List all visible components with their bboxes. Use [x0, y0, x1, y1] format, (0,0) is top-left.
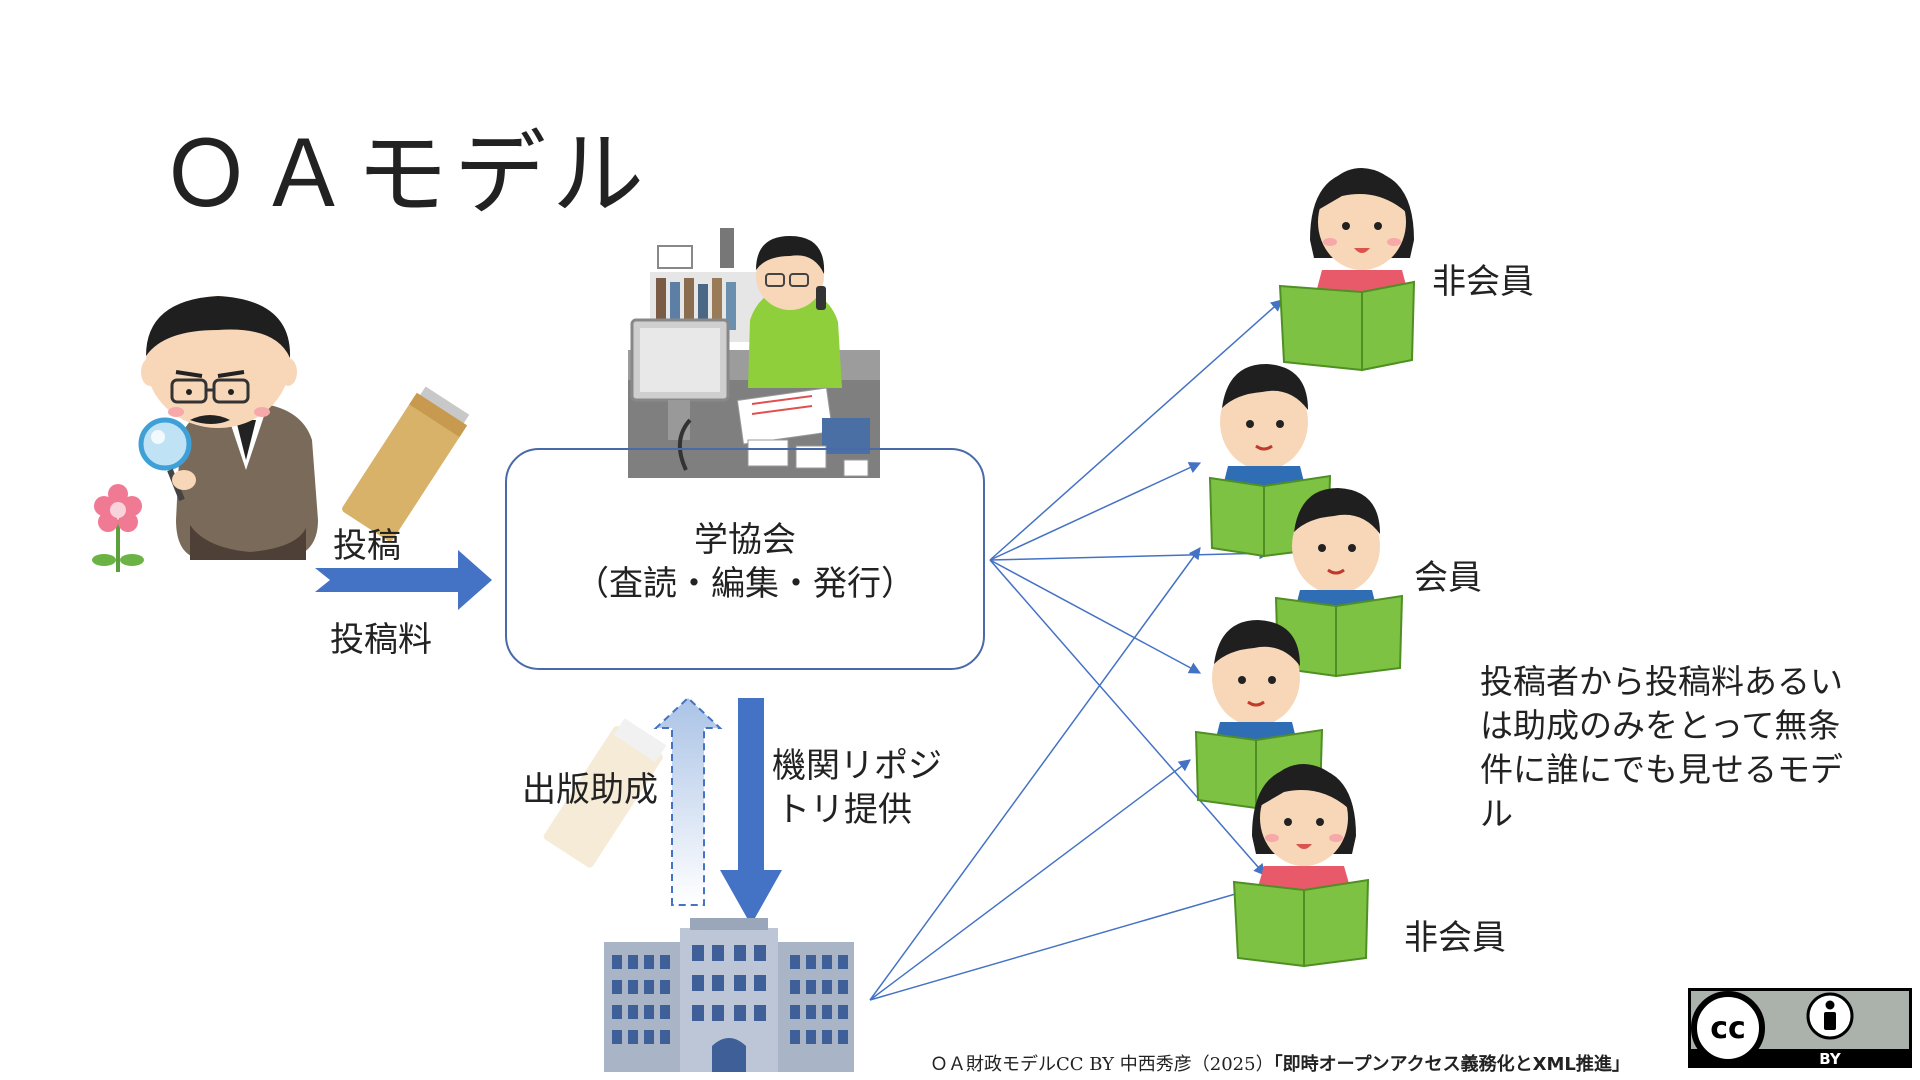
credit-prefix: ＯＡ財政モデルCC BY 中西秀彦（2025） — [930, 1054, 1274, 1075]
attribution-person-icon — [1806, 992, 1854, 1040]
subsidy-envelope-icon — [543, 718, 667, 868]
distribution-lines-repository — [869, 547, 1258, 1001]
cc-by-license-badge: cc BY — [1688, 988, 1912, 1068]
subsidy-arrow-up — [653, 696, 723, 906]
submission-arrow — [315, 550, 492, 610]
page-title: ＯＡモデル — [160, 121, 651, 228]
repository-arrow-down — [720, 698, 782, 925]
society-roles: （査読・編集・発行） — [575, 564, 915, 604]
member-label: 会員 — [1414, 558, 1482, 598]
credit-line: ＯＡ財政モデルCC BY 中西秀彦（2025）「即時オープンアクセス義務化とXM… — [930, 1050, 1630, 1076]
university-building-icon — [604, 918, 854, 1072]
flower-icon — [92, 484, 144, 572]
cc-icon — [1691, 991, 1765, 1065]
submission-label: 投稿 — [333, 526, 401, 566]
repository-label-line1: 機関リポジ — [772, 746, 942, 786]
by-label: BY — [1819, 1050, 1842, 1068]
repository-label-line2: トリ提供 — [776, 790, 912, 830]
reader-non-member-top-icon — [1278, 168, 1416, 372]
manuscript-envelope-icon — [342, 386, 470, 542]
submission-fee-label: 投稿料 — [330, 620, 432, 660]
society-name: 学協会 — [694, 520, 796, 560]
credit-book-title: 「即時オープンアクセス義務化とXML推進」 — [1273, 1054, 1630, 1075]
researcher-icon — [138, 296, 318, 560]
non-member-label-top: 非会員 — [1432, 262, 1534, 302]
reader-non-member-bottom-icon — [1232, 764, 1370, 968]
distribution-lines-society — [989, 299, 1283, 876]
non-member-label-bottom: 非会員 — [1404, 918, 1506, 958]
model-description: 投稿者から投稿料あるいは助成のみをとって無条件に誰にでも見せるモデル — [1480, 662, 1843, 833]
society-box — [505, 448, 985, 670]
editor-at-desk-icon — [628, 228, 880, 478]
cc-icon-text: cc — [1710, 1011, 1746, 1046]
publication-subsidy-label: 出版助成 — [522, 770, 658, 810]
